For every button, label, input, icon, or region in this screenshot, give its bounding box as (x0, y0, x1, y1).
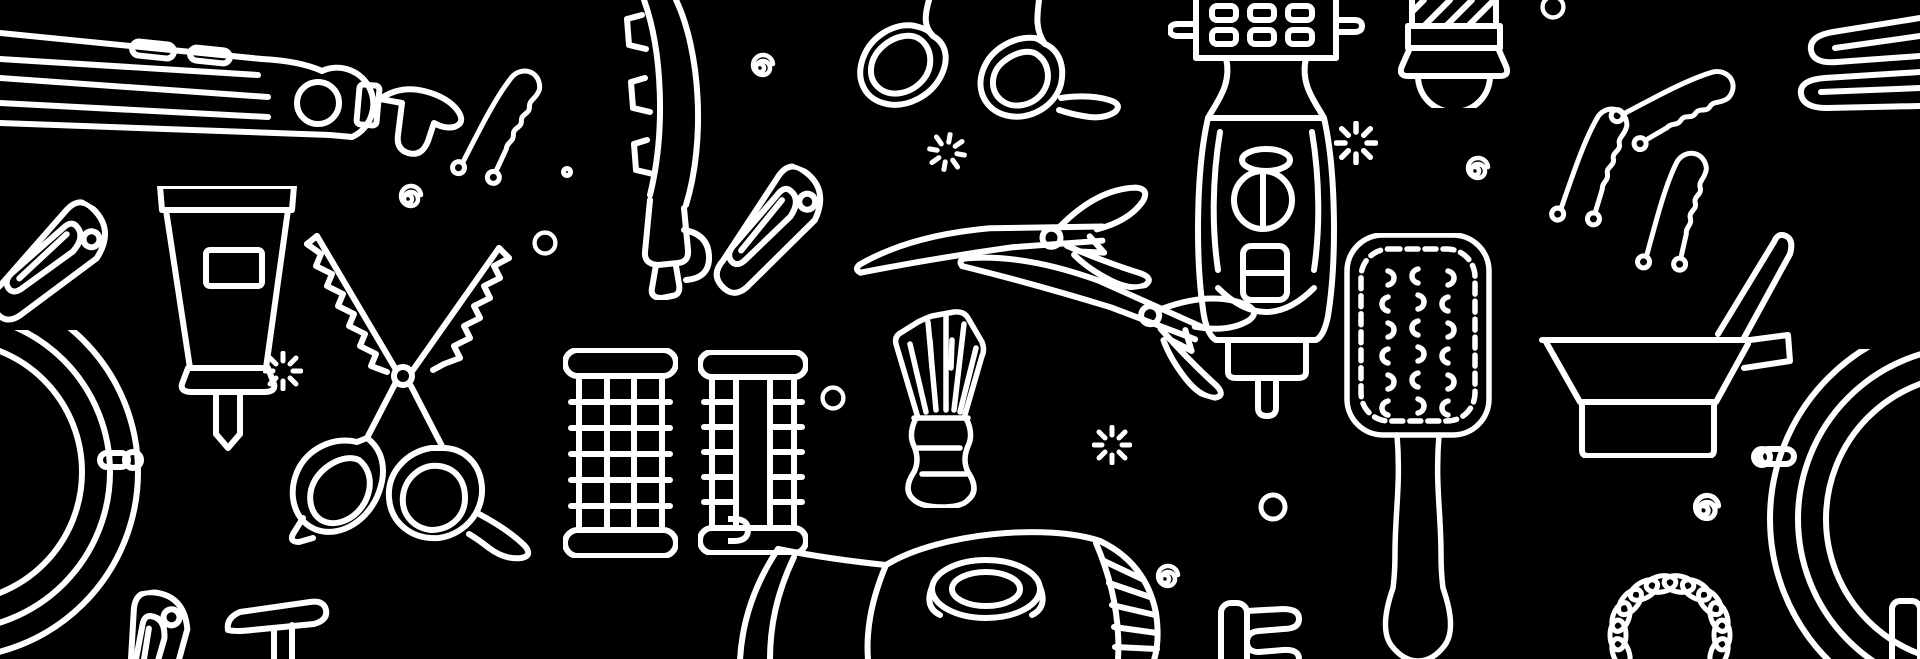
bobby-pin-icon (1542, 75, 1658, 246)
hair-roller-icon (563, 348, 678, 558)
spiral-hair-tie-icon (1600, 550, 1740, 659)
dot-accent-icon (561, 166, 573, 178)
circle-accent-icon (820, 385, 846, 411)
sparkle-icon (1092, 425, 1132, 465)
swirl-icon (1155, 563, 1181, 589)
cream-tube-icon (152, 186, 302, 451)
hand-mirror-icon (0, 330, 145, 659)
scissors-icon (843, 0, 1133, 125)
hair-dryer-icon (728, 515, 1168, 659)
circle-accent-icon (1258, 492, 1288, 522)
sparkle-icon (924, 129, 970, 175)
sparkle-icon (263, 351, 303, 391)
sparkle-icon (1334, 121, 1378, 165)
paddle-brush-icon (1343, 233, 1493, 659)
barber-pole-icon (1398, 0, 1516, 108)
swirl-icon (398, 183, 424, 209)
comb-icon (1215, 597, 1315, 659)
swirl-icon (1692, 492, 1722, 522)
swirl-icon (750, 52, 776, 78)
circle-accent-icon (532, 230, 558, 256)
folded-towels-icon (1785, 8, 1920, 118)
circle-accent-icon (1540, 0, 1566, 20)
shaving-brush-icon (888, 308, 993, 508)
hand-mirror-icon (1730, 349, 1920, 659)
swirl-icon (1465, 155, 1491, 181)
thinning-scissors-icon (283, 208, 533, 588)
flat-iron-icon (0, 15, 470, 165)
hair-pick-icon (222, 596, 332, 659)
